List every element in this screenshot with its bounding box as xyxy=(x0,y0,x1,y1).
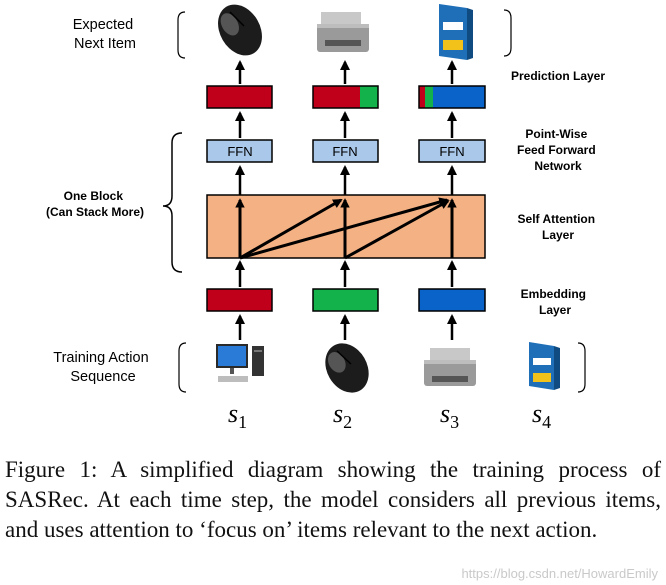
sequence-bracket-right xyxy=(577,342,586,393)
embedding-box-2 xyxy=(312,288,379,312)
svg-text:One Block (Can Stack More): One Block (Can Stack More) xyxy=(46,189,144,219)
training-sequence-label-line2: Sequence xyxy=(70,369,135,385)
sequence-bracket-left xyxy=(178,342,187,393)
svg-text:Point-Wise Feed Forward: Point-Wise Feed Forward Network xyxy=(517,127,599,173)
self-attention-label-line2: Layer xyxy=(542,228,574,242)
embedding-label-line2: Layer xyxy=(539,303,571,317)
ffn-box-3 xyxy=(418,139,486,163)
one-block-label-line2: (Can Stack More) xyxy=(46,205,144,219)
expected-next-item-label-line2: Next Item xyxy=(74,36,136,52)
computer-icon xyxy=(216,344,264,382)
mouse-icon xyxy=(325,343,369,393)
embedding-box-3 xyxy=(418,288,486,312)
svg-text:Embedding Layer: Embedding Layer xyxy=(521,287,590,317)
one-block-label-line1: One Block xyxy=(64,189,124,203)
expected-items-bracket xyxy=(177,11,186,59)
training-sequence-label-line1: Training Action xyxy=(53,350,148,366)
expected-items-bracket-right xyxy=(503,9,512,57)
ffn-box-1 xyxy=(206,139,273,163)
sequence-symbol-s2: s2 xyxy=(333,399,352,432)
ffn-layer-label-line1: Point-Wise xyxy=(525,127,587,141)
prediction-box-3 xyxy=(418,85,486,109)
sequence-symbol-s4: s4 xyxy=(532,399,551,432)
prediction-box-2 xyxy=(312,85,379,109)
ffn-layer-label-line3: Network xyxy=(534,159,582,173)
sequence-symbol-s3: s3 xyxy=(440,399,459,432)
expected-software-box-icon xyxy=(439,4,473,60)
svg-text:Training Action Sequence: Training Action Sequence xyxy=(53,350,152,385)
printer-icon xyxy=(424,348,476,386)
attn-arrow-1-2 xyxy=(239,198,343,260)
prediction-layer-label: Prediction Layer xyxy=(511,69,605,83)
attn-arrow-2-3 xyxy=(344,199,450,260)
self-attention-label-line1: Self Attention xyxy=(518,212,596,226)
one-block-brace xyxy=(162,132,183,273)
svg-text:Expected Next Item: Expected Next Item xyxy=(73,17,138,52)
sequence-symbol-s1: s1 xyxy=(228,399,247,432)
svg-text:Self Attention Layer: Self Attention Layer xyxy=(518,212,599,242)
ffn-layer-label-line2: Feed Forward xyxy=(517,143,596,157)
software-box-icon xyxy=(529,342,560,390)
watermark: https://blog.csdn.net/HowardEmily xyxy=(461,566,658,581)
figure-caption: Figure 1: A simplified diagram showing t… xyxy=(5,457,661,542)
ffn-label-2: FFN xyxy=(332,144,357,159)
prediction-box-1 xyxy=(206,85,273,109)
embedding-box-1 xyxy=(206,288,273,312)
expected-next-item-label-line1: Expected xyxy=(73,17,133,33)
expected-printer-icon xyxy=(317,12,369,52)
expected-mouse-icon xyxy=(218,4,262,56)
ffn-box-2 xyxy=(312,139,379,163)
ffn-label-1: FFN xyxy=(227,144,252,159)
sasrec-diagram: FFN FFN FFN xyxy=(46,4,605,432)
embedding-label-line1: Embedding xyxy=(521,287,586,301)
ffn-label-3: FFN xyxy=(439,144,464,159)
